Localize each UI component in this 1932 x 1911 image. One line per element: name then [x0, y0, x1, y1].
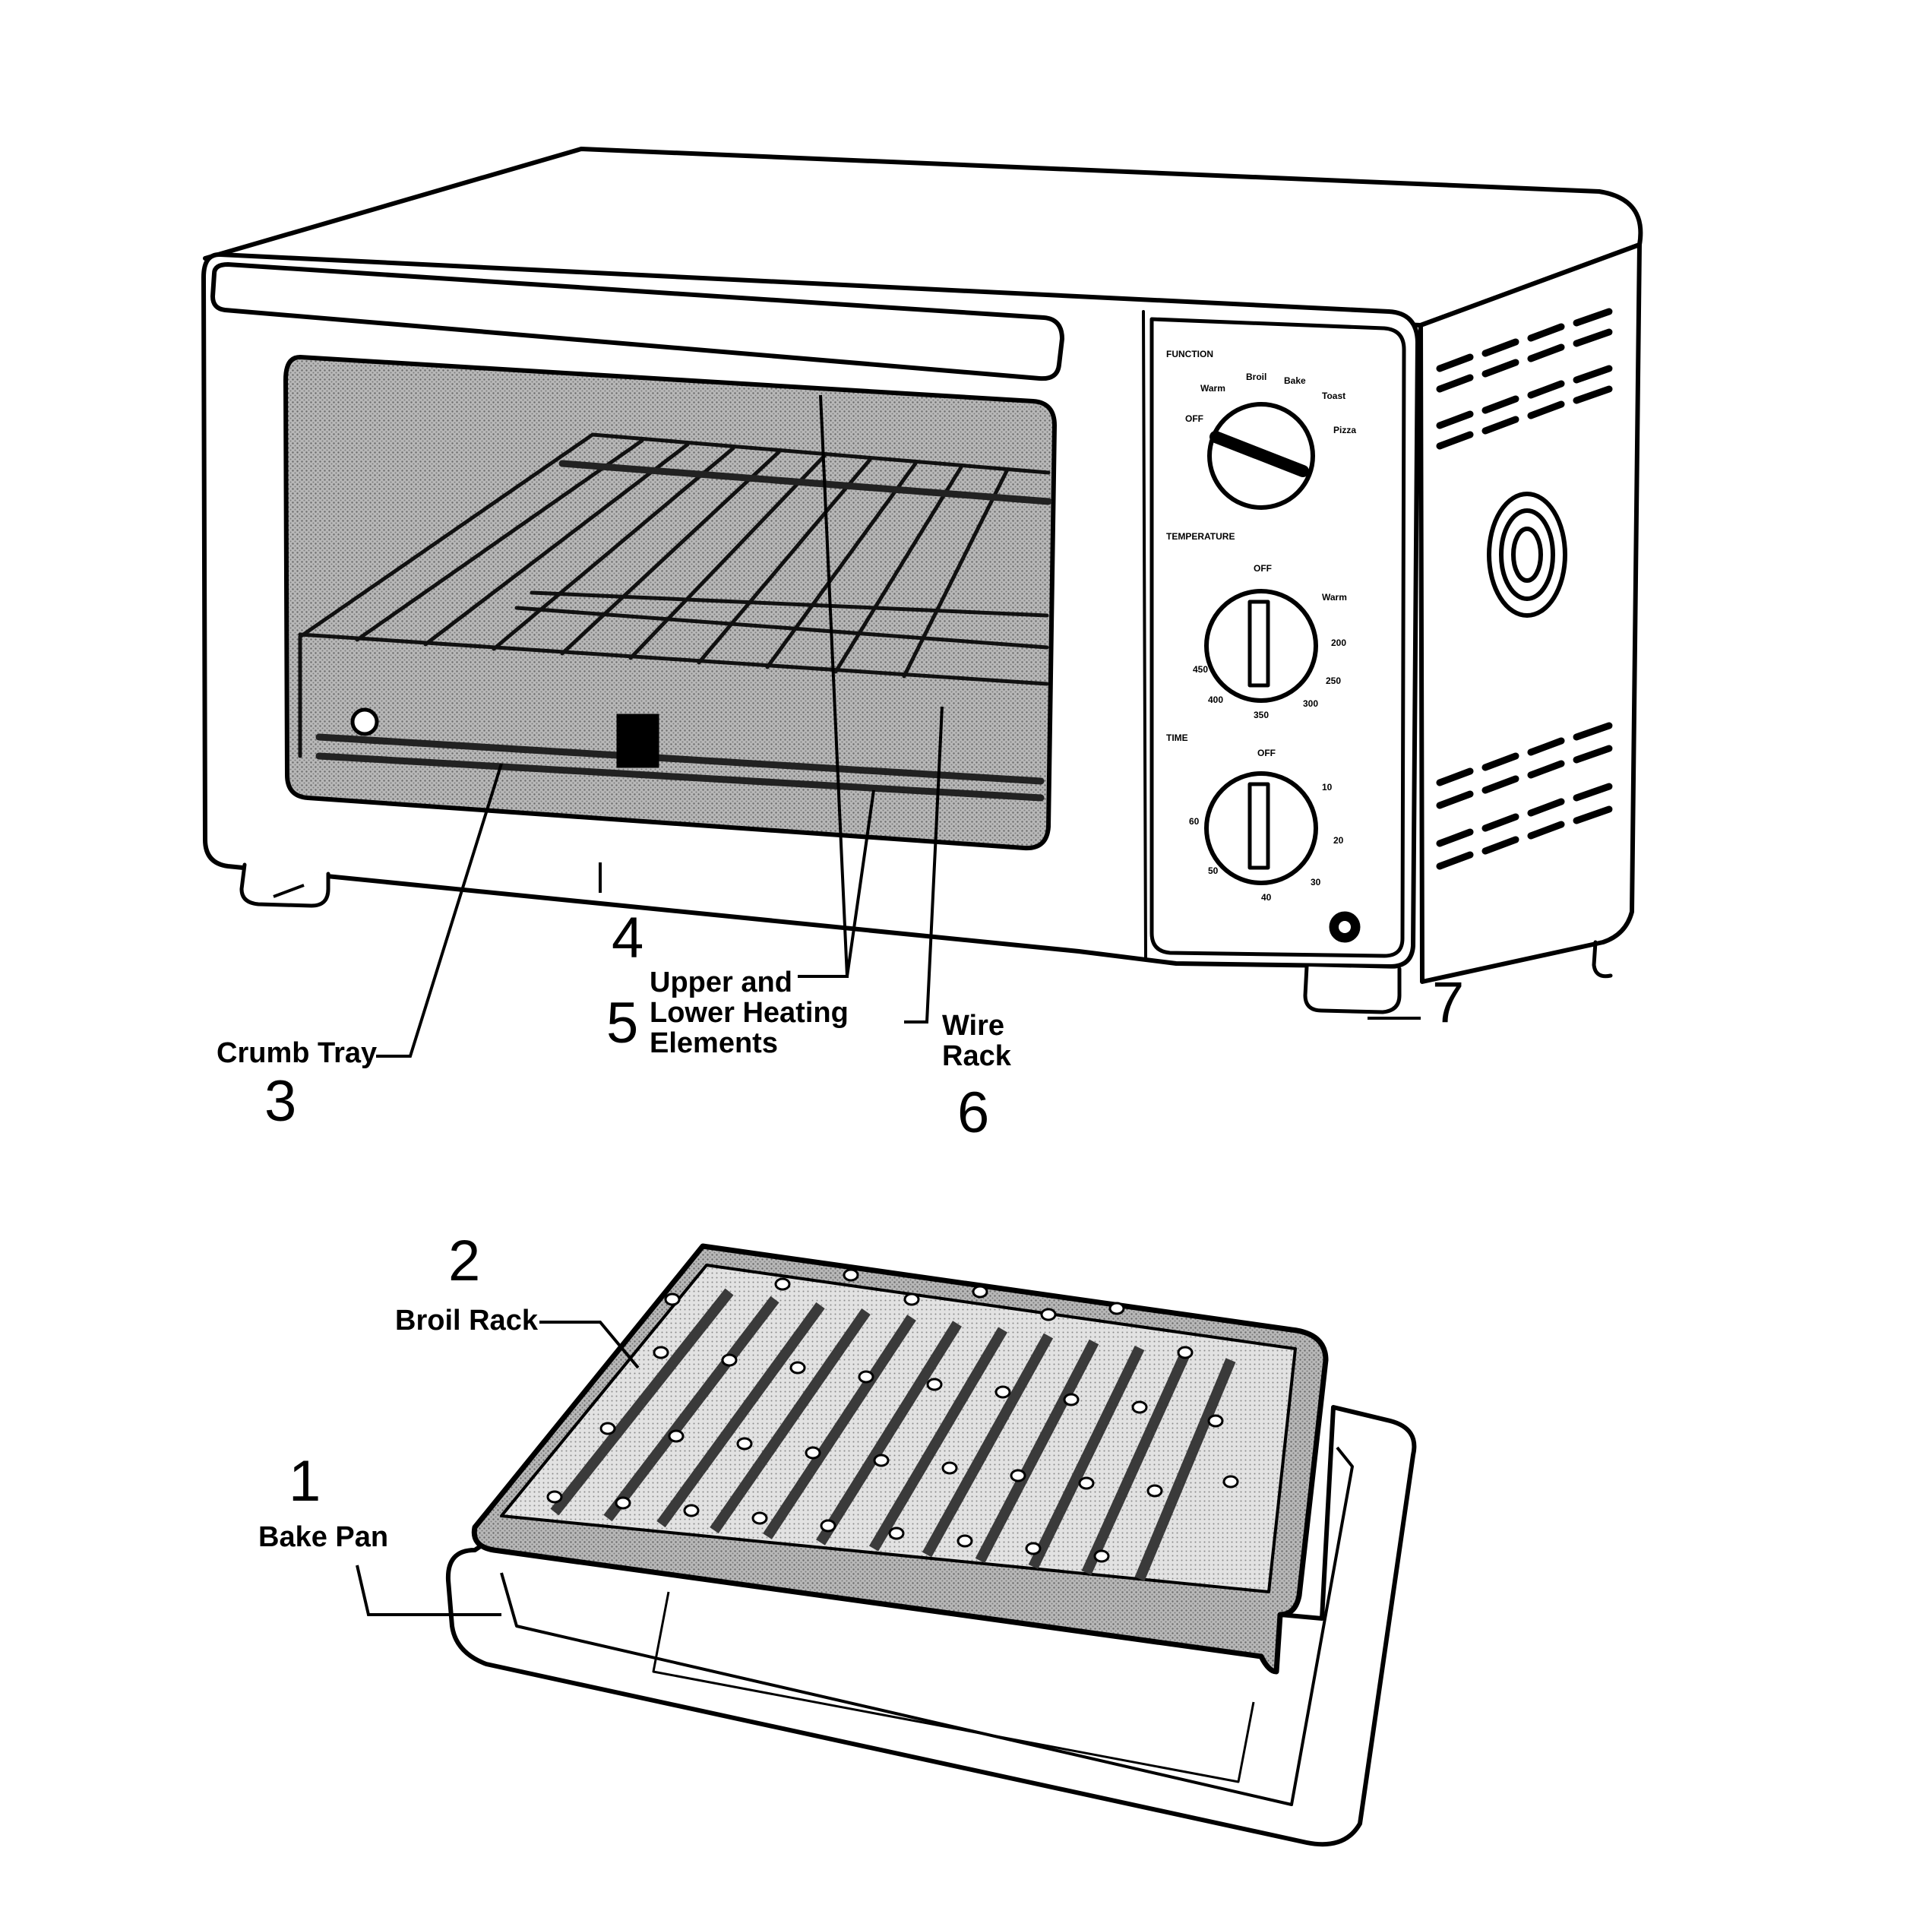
time-knob [1204, 771, 1318, 885]
function-option-warm: Warm [1200, 383, 1225, 394]
door-handle [210, 262, 1064, 381]
function-option-bake: Bake [1284, 375, 1306, 386]
function-option-off: OFF [1185, 413, 1203, 424]
leader-bake-pan [356, 1565, 501, 1616]
function-label: FUNCTION [1166, 349, 1213, 359]
temp-mark-off: OFF [1254, 563, 1272, 574]
broil-rack-holes [546, 1268, 1239, 1563]
bake-pan-number: 1 [289, 1449, 321, 1514]
broil-rack-label: Broil Rack [395, 1305, 539, 1337]
leader-oven-foot [273, 884, 305, 898]
power-light [1329, 911, 1361, 943]
side-vents [1436, 308, 1613, 870]
temp-mark-300: 300 [1303, 698, 1318, 709]
broil-rack-number: 2 [448, 1229, 480, 1293]
time-mark-60: 60 [1189, 816, 1200, 827]
broil-rack [471, 1243, 1329, 1675]
time-mark-20: 20 [1333, 835, 1344, 846]
time-mark-50: 50 [1208, 865, 1219, 876]
toaster-oven [201, 147, 1643, 1014]
heating-elements-label-1: Upper and [650, 967, 792, 998]
feet-number: 7 [1432, 970, 1464, 1035]
callouts: Crumb Tray 3 4 Upper and Lower Heating E… [217, 906, 1464, 1553]
oven-feet [239, 862, 1613, 1014]
leader-lines [273, 394, 1421, 1616]
door-number: 4 [612, 906, 643, 970]
temp-mark-450: 450 [1193, 664, 1208, 675]
temp-mark-350: 350 [1254, 710, 1269, 720]
time-mark-off: OFF [1257, 748, 1276, 758]
element-clip [616, 713, 659, 768]
crumb-tray-number: 3 [264, 1069, 296, 1134]
time-mark-10: 10 [1322, 782, 1333, 793]
heating-elements-number: 5 [606, 991, 638, 1055]
function-option-toast: Toast [1322, 391, 1345, 401]
leader-broil-rack [539, 1321, 640, 1369]
wire-rack-label-2: Rack [942, 1040, 1012, 1072]
broil-rack-ribs [550, 1288, 1236, 1581]
time-label: TIME [1166, 732, 1188, 743]
bake-pan [445, 1405, 1417, 1847]
leader-crumb-tray [376, 763, 503, 1058]
door-window [283, 355, 1057, 851]
temp-mark-400: 400 [1208, 694, 1223, 705]
function-option-pizza: Pizza [1333, 425, 1356, 435]
heating-elements [315, 460, 1052, 802]
heating-elements-label-3: Elements [650, 1027, 778, 1059]
wire-rack-label-1: Wire [942, 1010, 1004, 1042]
function-option-broil: Broil [1246, 372, 1266, 382]
temp-mark-warm: Warm [1322, 592, 1347, 603]
leader-heating-elements [798, 394, 875, 978]
crumb-tray-label: Crumb Tray [217, 1037, 377, 1069]
heating-elements-label-2: Lower Heating [650, 997, 849, 1029]
temp-mark-250: 250 [1326, 675, 1341, 686]
control-panel-labels: FUNCTION TEMPERATURE TIME OFF Warm Broil… [1166, 349, 1356, 903]
leader-wire-rack [904, 706, 944, 1024]
time-mark-30: 30 [1311, 877, 1321, 887]
time-mark-40: 40 [1261, 892, 1272, 903]
control-panel-border [1149, 317, 1406, 958]
wire-rack-number: 6 [957, 1080, 989, 1145]
temperature-knob [1204, 589, 1318, 703]
wire-rack [298, 432, 1051, 758]
side-round-vent [1487, 492, 1567, 618]
temperature-label: TEMPERATURE [1166, 531, 1235, 542]
temp-mark-200: 200 [1331, 638, 1346, 648]
function-knob [1207, 402, 1315, 510]
bake-pan-label: Bake Pan [258, 1521, 388, 1553]
